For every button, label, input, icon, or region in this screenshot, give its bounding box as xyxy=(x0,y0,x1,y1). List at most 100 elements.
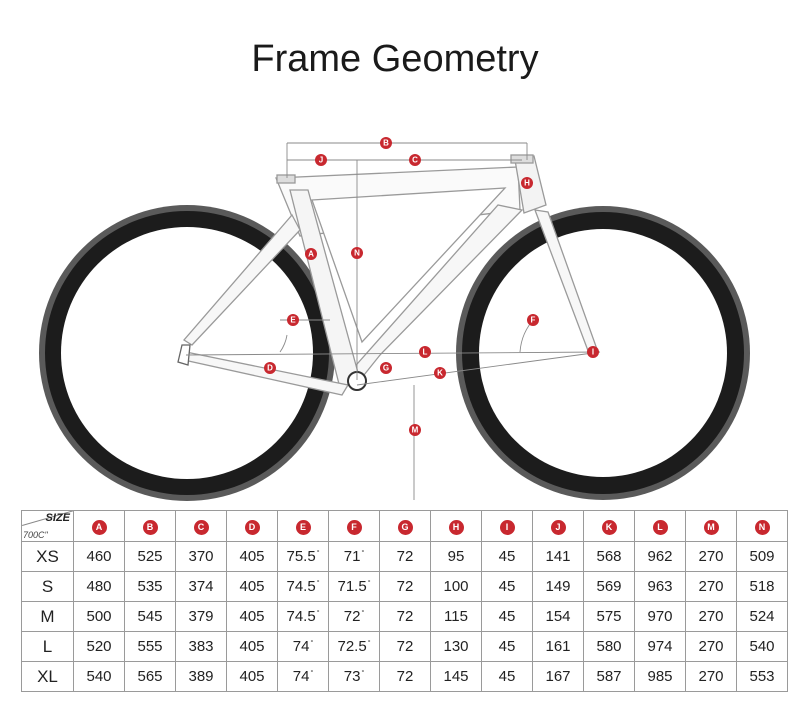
frame-geometry-diagram: A B C D E F G H I J K L M N xyxy=(39,137,750,501)
cell-value: 379 xyxy=(188,608,214,625)
table-cell: 405 xyxy=(226,571,278,602)
cell-value: 270 xyxy=(698,638,724,655)
cell-value: 970 xyxy=(647,608,673,625)
table-cell: 970 xyxy=(634,601,686,632)
cell-value: 154 xyxy=(545,608,571,625)
column-badge: H xyxy=(448,520,464,535)
table-cell: 72° xyxy=(328,601,380,632)
table-cell: 565 xyxy=(124,661,176,692)
table-cell: 72 xyxy=(379,661,431,692)
table-cell: 45 xyxy=(481,571,533,602)
label-badge-b: B xyxy=(380,137,392,149)
size-cell: S xyxy=(21,571,74,602)
column-header-n: N xyxy=(736,510,788,542)
table-cell: 73° xyxy=(328,661,380,692)
cell-value: 518 xyxy=(749,578,775,595)
column-badge: G xyxy=(397,520,413,535)
table-cell: 540 xyxy=(736,631,788,662)
svg-text:E: E xyxy=(290,316,296,325)
column-badge: K xyxy=(601,520,617,535)
column-badge: B xyxy=(142,520,158,535)
cell-value: 149 xyxy=(545,578,571,595)
table-cell: 405 xyxy=(226,601,278,632)
column-badge: D xyxy=(244,520,260,535)
degree-mark: ° xyxy=(316,580,320,587)
table-cell: 72 xyxy=(379,541,431,572)
label-badge-e: E xyxy=(287,314,299,326)
cell-value: 405 xyxy=(239,548,265,565)
table-cell: 45 xyxy=(481,601,533,632)
degree-mark: ° xyxy=(367,640,371,647)
size-cell: XL xyxy=(21,661,74,692)
table-cell: 74° xyxy=(277,631,329,662)
column-header-a: A xyxy=(73,510,125,542)
cell-value: 565 xyxy=(137,668,163,685)
svg-text:N: N xyxy=(354,249,360,258)
cell-value: 74 xyxy=(292,668,310,685)
cell-value: 145 xyxy=(443,668,469,685)
table-cell: 553 xyxy=(736,661,788,692)
table-cell: 974 xyxy=(634,631,686,662)
label-badge-m: M xyxy=(409,424,421,436)
cell-value: 45 xyxy=(498,548,516,565)
label-badge-d: D xyxy=(264,362,276,374)
column-header-f: F xyxy=(328,510,380,542)
cell-value: 974 xyxy=(647,638,673,655)
size-cell: L xyxy=(21,631,74,662)
table-cell: 75.5° xyxy=(277,541,329,572)
size-cell: M xyxy=(21,601,74,632)
cell-value: 72 xyxy=(396,608,414,625)
column-badge: C xyxy=(193,520,209,535)
degree-mark: ° xyxy=(361,670,365,677)
table-cell: 509 xyxy=(736,541,788,572)
cell-value: 525 xyxy=(137,548,163,565)
bike-frame xyxy=(177,154,599,396)
label-badge-f: F xyxy=(527,314,539,326)
table-cell: 480 xyxy=(73,571,125,602)
label-badge-n: N xyxy=(351,247,363,259)
size-cell: XS xyxy=(21,541,74,572)
degree-mark: ° xyxy=(361,550,365,557)
degree-mark: ° xyxy=(316,550,320,557)
degree-mark: ° xyxy=(310,670,314,677)
table-cell: 524 xyxy=(736,601,788,632)
cell-value: 100 xyxy=(443,578,469,595)
column-header-g: G xyxy=(379,510,431,542)
cell-value: 540 xyxy=(86,668,112,685)
cell-value: 405 xyxy=(239,608,265,625)
column-header-m: M xyxy=(685,510,737,542)
table-cell: 72 xyxy=(379,571,431,602)
table-cell: 540 xyxy=(73,661,125,692)
cell-value: 569 xyxy=(596,578,622,595)
cell-value: 74.5 xyxy=(286,608,316,625)
table-cell: 985 xyxy=(634,661,686,692)
cell-value: 270 xyxy=(698,548,724,565)
table-cell: 520 xyxy=(73,631,125,662)
cell-value: 45 xyxy=(498,668,516,685)
column-badge: I xyxy=(499,520,515,535)
column-header-l: L xyxy=(634,510,686,542)
cell-value: 963 xyxy=(647,578,673,595)
table-cell: 74.5° xyxy=(277,601,329,632)
table-cell: 270 xyxy=(685,661,737,692)
cell-value: 72 xyxy=(343,608,361,625)
cell-value: 72 xyxy=(396,668,414,685)
column-header-e: E xyxy=(277,510,329,542)
column-badge: M xyxy=(703,520,719,535)
table-cell: 555 xyxy=(124,631,176,662)
size-header-label: SIZE xyxy=(45,512,70,524)
table-cell: 270 xyxy=(685,631,737,662)
cell-value: 45 xyxy=(498,638,516,655)
column-header-k: K xyxy=(583,510,635,542)
label-badge-l: L xyxy=(419,346,431,358)
cell-value: 985 xyxy=(647,668,673,685)
label-badge-i: I xyxy=(587,346,599,358)
label-badge-g: G xyxy=(380,362,392,374)
cell-value: 72 xyxy=(396,578,414,595)
degree-mark: ° xyxy=(367,580,371,587)
cell-value: 524 xyxy=(749,608,775,625)
column-header-c: C xyxy=(175,510,227,542)
